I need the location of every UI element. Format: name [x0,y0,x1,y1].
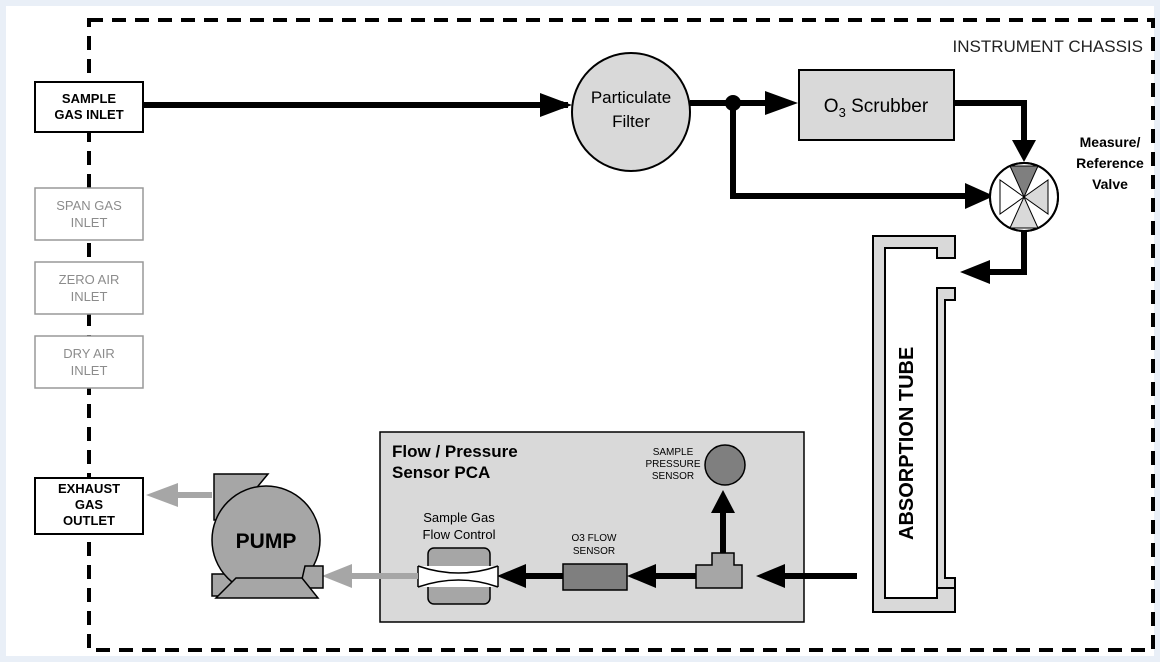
zero-air-inlet-label-1: ZERO AIR [59,272,120,287]
scrubber-to-valve-line [954,100,1027,148]
span-gas-inlet: SPAN GAS INLET [34,187,144,241]
particulate-filter-label-1: Particulate [591,88,671,107]
pca-label-2: Sensor PCA [392,463,490,482]
absorption-tube [872,235,956,613]
sample-gas-inlet: SAMPLE GAS INLET [34,81,144,133]
span-gas-inlet-label-2: INLET [71,215,108,230]
valve-label-2: Reference [1076,155,1144,171]
flow-arrow-to-valve-top [1012,140,1036,162]
valve-to-tube-line [985,231,1027,275]
flow-sensor-label-2: SENSOR [573,546,615,557]
dry-air-inlet-label-1: DRY AIR [63,346,115,361]
o3-scrubber: O3 Scrubber [798,69,955,141]
exhaust-gas-outlet: EXHAUST GAS OUTLET [34,477,144,535]
zero-air-inlet: ZERO AIR INLET [34,261,144,315]
sample-pressure-sensor: SAMPLE PRESSURE SENSOR [645,444,746,486]
span-gas-inlet-label-1: SPAN GAS [56,198,122,213]
flow-arrow-to-valve-left [965,183,994,209]
valve-label-1: Measure/ [1080,134,1141,150]
sample-gas-inlet-label-1: SAMPLE [62,91,117,106]
dry-air-inlet-label-2: INLET [71,363,108,378]
particulate-filter: Particulate Filter [571,52,691,172]
pressure-sensor-label-3: SENSOR [652,471,694,482]
pressure-sensor-label-1: SAMPLE [653,447,694,458]
exhaust-label-1: EXHAUST [58,481,120,496]
particulate-filter-label-2: Filter [612,112,650,131]
flow-arrow-to-flow-control [497,564,526,588]
measure-reference-valve [989,162,1059,232]
pca-label-1: Flow / Pressure [392,442,518,461]
pump: PUMP [211,473,324,599]
exhaust-label-2: GAS [75,497,104,512]
flow-sensor-label-1: O3 FLOW [571,533,617,544]
exhaust-label-3: OUTLET [63,513,115,528]
valve-label-3: Valve [1092,176,1128,192]
zero-air-inlet-label-2: INLET [71,289,108,304]
flow-arrow-to-flow-sensor [627,564,656,588]
dry-air-inlet: DRY AIR INLET [34,335,144,389]
bypass-line [730,103,975,199]
absorption-tube-label: ABSORPTION TUBE [896,347,918,540]
sample-gas-inlet-label-2: GAS INLET [54,107,123,122]
sample-gas-flow-control: Sample Gas Flow Control [417,510,499,605]
flow-arrow-to-tee [756,564,785,588]
flow-control-label-2: Flow Control [423,527,496,542]
pressure-sensor-label-2: PRESSURE [645,459,700,470]
flow-arrow-to-pump [322,564,352,588]
flow-arrow-to-filter [540,93,572,117]
o3-flow-sensor: O3 FLOW SENSOR [562,533,628,591]
pump-label: PUMP [236,530,297,553]
flow-arrow-to-tube [960,260,990,284]
instrument-chassis-label: INSTRUMENT CHASSIS [953,37,1144,56]
o3-scrubber-label: O3 Scrubber [824,96,929,120]
flow-control-label-1: Sample Gas [423,510,495,525]
tee-fitting [695,552,743,589]
flow-arrow-to-pressure-sensor [711,490,735,513]
flow-arrow-to-exhaust [146,483,178,507]
flow-arrow-to-scrubber [765,91,798,115]
instrument-chassis-border [87,18,1155,652]
